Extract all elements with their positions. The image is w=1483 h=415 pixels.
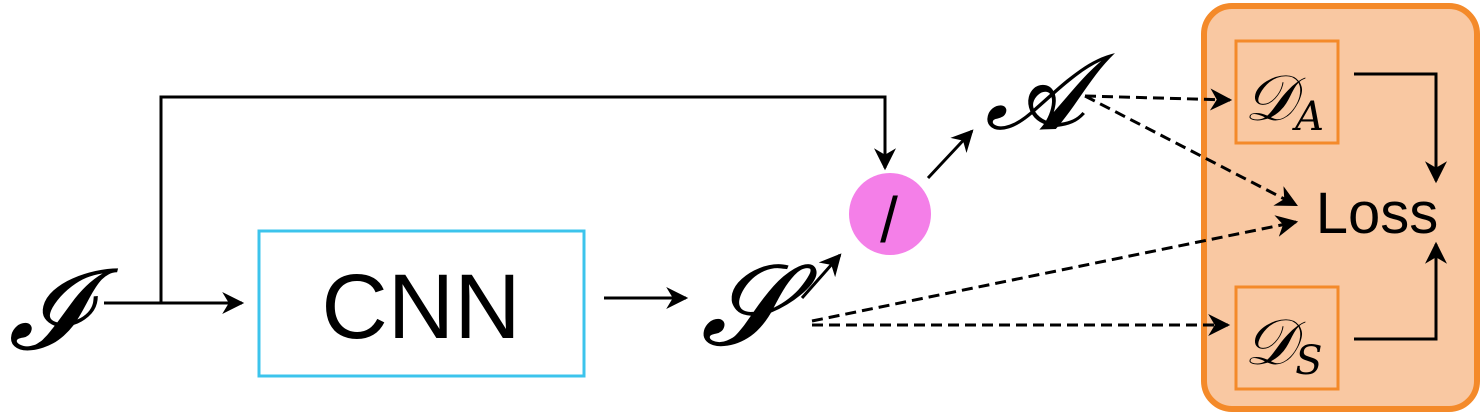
arrow-ds-to-loss — [1354, 241, 1447, 341]
albedo-symbol: 𝓐 — [985, 31, 1116, 153]
arrow-a-to-da — [1084, 88, 1233, 111]
discriminator-s-subscript: S — [1295, 338, 1322, 384]
arrow-s-to-loss — [811, 215, 1299, 323]
input-image-symbol: 𝓘 — [8, 245, 118, 375]
divide-symbol: / — [880, 184, 898, 256]
divide-node — [849, 173, 931, 255]
cnn-box — [257, 229, 586, 378]
loss-label: Loss — [1316, 181, 1439, 246]
discriminator-a-subscript: A — [1291, 94, 1324, 140]
discriminator-a-box — [1234, 39, 1340, 145]
discriminator-s-symbol: 𝒟S — [1244, 306, 1322, 384]
discriminator-a-symbol: 𝒟A — [1244, 62, 1324, 140]
arrow-a-to-loss — [1084, 94, 1298, 207]
cnn-label: CNN — [321, 256, 520, 358]
arrow-s-to-divide — [800, 253, 842, 299]
arrow-input-skip-to-divide — [159, 95, 896, 303]
shading-symbol: 𝓢 — [701, 241, 818, 371]
arrow-da-to-loss — [1354, 72, 1447, 184]
discriminator-s-box — [1234, 285, 1340, 391]
arrow-divide-to-a — [926, 129, 974, 180]
